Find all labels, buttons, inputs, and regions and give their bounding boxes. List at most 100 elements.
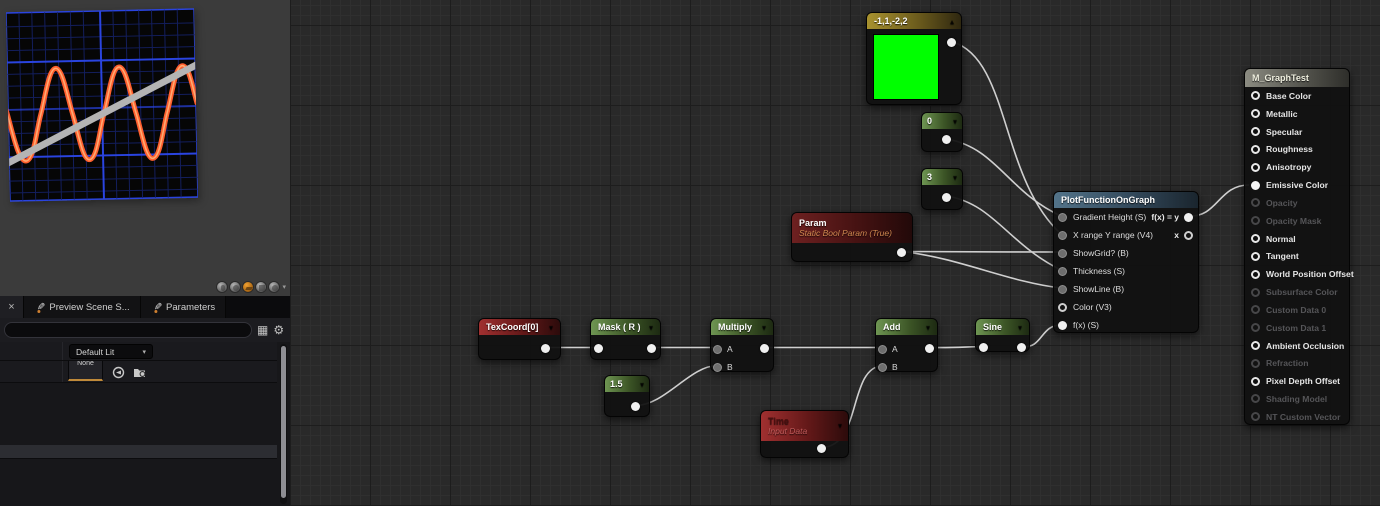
material-pin-row[interactable]: Shading Model [1245,390,1349,408]
input-pin-b[interactable] [878,362,887,372]
input-pin-a[interactable] [878,344,887,354]
browse-asset-icon[interactable] [133,366,147,379]
material-input-pin[interactable] [1251,358,1260,368]
node-time[interactable]: Time Input Data ▾ [760,410,849,458]
input-pin-row[interactable]: X range Y range (V4) [1054,226,1198,244]
shape-dropdown-icon[interactable]: ▾ [282,283,286,291]
collapse-up-icon[interactable]: ▴ [949,16,954,26]
material-pin-row[interactable]: Pixel Depth Offset [1245,372,1349,390]
input-pin[interactable] [1058,230,1067,240]
material-input-pin[interactable] [1251,127,1260,137]
collapse-down-icon[interactable]: ▾ [952,172,957,182]
node-constant-1-5[interactable]: 1.5 ▾ [604,375,650,417]
input-pin[interactable] [979,343,988,352]
material-input-pin[interactable] [1251,412,1260,422]
node-add[interactable]: Add ▾ A B [875,318,938,372]
input-pin[interactable] [1058,284,1067,294]
scrollbar-thumb[interactable] [281,346,286,498]
material-pin-row[interactable]: Refraction [1245,354,1349,372]
node-constant4vector[interactable]: -1,1,-2,2 ▴ [866,12,962,105]
output-pin[interactable] [1184,212,1193,222]
input-pin[interactable] [594,344,603,353]
grid-view-icon[interactable]: ▦ [257,323,269,337]
material-pin-row[interactable]: Base Color [1245,87,1349,105]
input-pin[interactable] [1058,302,1067,312]
material-pin-row[interactable]: Subsurface Color [1245,283,1349,301]
input-pin[interactable] [1058,266,1067,276]
shape-sphere-icon[interactable] [229,281,242,293]
node-material-result[interactable]: M_GraphTest Base Color Metallic Specular [1244,68,1354,426]
tab-preview-scene[interactable]: ✎ Preview Scene S... [24,296,141,318]
material-pin-row[interactable]: World Position Offset [1245,265,1354,283]
output-pin[interactable] [817,444,826,453]
material-pin-row[interactable]: Anisotropy [1245,158,1349,176]
output-pin[interactable] [760,344,769,353]
shape-cylinder-icon[interactable] [216,281,229,293]
material-pin-row[interactable]: Specular [1245,123,1349,141]
node-sine[interactable]: Sine ▾ [975,318,1030,352]
output-pin[interactable] [925,344,934,353]
node-multiply[interactable]: Multiply ▾ A B [710,318,774,372]
output-pin-row[interactable]: f(x) = y [1151,208,1193,226]
material-pin-row[interactable]: Opacity Mask [1245,212,1349,230]
input-pin-b[interactable] [713,362,722,372]
material-input-pin[interactable] [1251,376,1260,386]
input-pin-a[interactable] [713,344,722,354]
material-graph-canvas[interactable]: -1,1,-2,2 ▴ 0 ▾ 3 ▾ Param [290,0,1380,506]
input-pin-row[interactable]: ShowGrid? (B) [1054,244,1198,262]
material-input-pin[interactable] [1251,269,1260,279]
input-pin-row[interactable]: Gradient Height (S) [1054,208,1198,226]
collapse-down-icon[interactable]: ▾ [1017,322,1022,332]
preview-viewport[interactable]: ▾ [0,0,290,296]
material-input-pin[interactable] [1251,323,1260,333]
node-plot-function-on-graph[interactable]: PlotFunctionOnGraph Gradient Height (S) … [1053,191,1199,333]
shape-teapot-icon[interactable] [268,281,281,293]
output-pin[interactable] [942,135,951,144]
material-pin-row[interactable]: Opacity [1245,194,1349,212]
collapse-down-icon[interactable]: ▾ [837,421,842,430]
collapse-down-icon[interactable]: ▾ [639,379,644,389]
material-input-pin[interactable] [1251,341,1260,350]
search-input[interactable] [4,322,252,338]
material-input-pin[interactable] [1251,162,1260,172]
material-input-pin[interactable] [1251,251,1260,261]
shape-cube-icon[interactable] [255,281,268,293]
material-input-pin[interactable] [1251,216,1260,226]
color-swatch[interactable] [873,34,939,100]
collapse-down-icon[interactable]: ▾ [548,322,553,332]
use-selected-icon[interactable] [112,366,125,379]
material-input-pin[interactable] [1251,91,1260,101]
output-pin[interactable] [942,193,951,202]
tab-parameters[interactable]: ✎ Parameters [140,296,227,318]
collapse-down-icon[interactable]: ▾ [925,322,930,332]
output-pin-row[interactable]: x [1151,226,1193,244]
property-dropdown[interactable]: Default Lit ▾ [69,344,153,359]
material-input-pin[interactable] [1251,198,1260,208]
material-input-pin[interactable] [1251,180,1260,190]
gear-icon[interactable]: ⚙ [273,323,285,337]
material-input-pin[interactable] [1251,394,1260,404]
close-tab-button[interactable]: × [0,296,24,318]
material-pin-row[interactable]: Roughness [1245,140,1349,158]
material-input-pin[interactable] [1251,109,1260,119]
input-pin-row[interactable]: Thickness (S) [1054,262,1198,280]
details-section-header[interactable] [0,445,277,459]
material-pin-row[interactable]: Tangent [1245,247,1349,265]
node-texcoord[interactable]: TexCoord[0] ▾ [478,318,561,360]
material-input-pin[interactable] [1251,287,1260,297]
shape-plane-icon[interactable] [242,281,255,293]
collapse-down-icon[interactable]: ▾ [761,322,766,332]
material-pin-row[interactable]: Ambient Occlusion [1245,337,1349,355]
output-pin[interactable] [897,248,906,257]
material-pin-row[interactable]: NT Custom Vector [1245,408,1349,426]
output-pin[interactable] [541,344,550,353]
node-constant-3[interactable]: 3 ▾ [921,168,963,210]
input-pin[interactable] [1058,212,1067,222]
material-pin-row[interactable]: Custom Data 0 [1245,301,1349,319]
material-input-pin[interactable] [1251,144,1260,154]
material-pin-row[interactable]: Metallic [1245,105,1349,123]
collapse-down-icon[interactable]: ▾ [952,116,957,126]
input-pin-row[interactable]: f(x) (S) [1054,316,1198,334]
output-pin[interactable] [1184,230,1193,240]
input-pin[interactable] [1058,248,1067,258]
